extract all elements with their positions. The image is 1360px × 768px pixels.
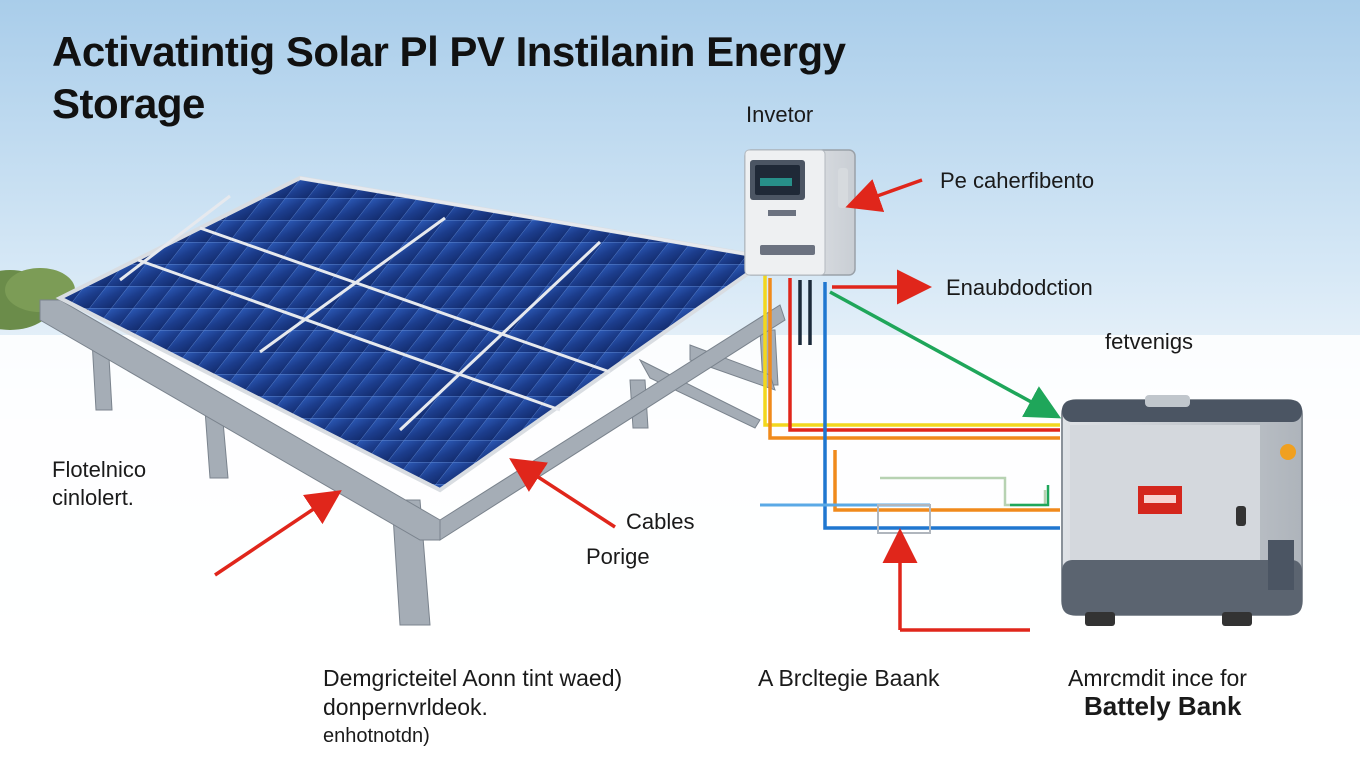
bottom-left-line-3: enhotnotdn) bbox=[323, 725, 430, 747]
bottom-left-line-2: donpernvrldeok. bbox=[323, 694, 488, 720]
cables-label: Cables bbox=[626, 509, 695, 534]
battery-bank-unit bbox=[1061, 395, 1303, 626]
page-title: Activatintig Solar Pl PV Instilanin Ener… bbox=[52, 26, 1032, 130]
pe-callout-label: Pe caherfibento bbox=[940, 168, 1095, 193]
bottom-center-caption: A Brcltegie Baank bbox=[758, 665, 940, 691]
title-line-1: Activatintig Solar Pl PV Instilanin Ener… bbox=[52, 28, 846, 75]
battery-bank-caption: Battely Bank bbox=[1084, 691, 1242, 721]
wiring bbox=[760, 272, 1060, 632]
porige-label: Porige bbox=[586, 544, 650, 569]
ena-callout-label: Enaubdodction bbox=[946, 275, 1093, 300]
inverter-label: Invetor bbox=[746, 102, 814, 127]
callout-arrows bbox=[214, 178, 932, 577]
left-label: Flotelnico cinlolert. bbox=[52, 456, 146, 512]
bottom-left-line-1: Demgricteitel Aonn tint waed) bbox=[323, 665, 623, 691]
fetvenigs-label: fetvenigs bbox=[1105, 329, 1194, 354]
bottom-left-caption: Demgricteitel Aonn tint waed) donpernvrl… bbox=[323, 664, 622, 751]
title-line-2: Storage bbox=[52, 80, 205, 127]
inverter-unit bbox=[744, 149, 856, 276]
bottom-right-caption-1: Amrcmdit ince for bbox=[1068, 665, 1247, 691]
green-arrow bbox=[829, 290, 1062, 419]
left-label-line-2: cinlolert. bbox=[52, 485, 134, 510]
left-label-line-1: Flotelnico bbox=[52, 457, 147, 482]
